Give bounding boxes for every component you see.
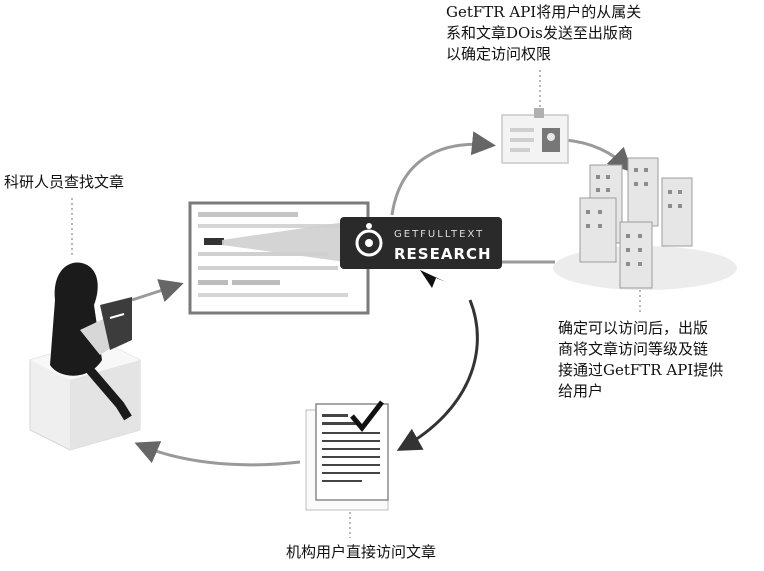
- getftr-logo: [340, 217, 502, 288]
- search-page-icon: [188, 201, 370, 315]
- arrow-document-to-person: [134, 441, 301, 467]
- document-checkmark-icon: [305, 400, 389, 511]
- server-cluster-icon: [553, 157, 737, 290]
- id-card-icon: [501, 108, 569, 164]
- person-laptop-icon: [29, 262, 141, 451]
- researcher-label: 科研人员查找文章: [4, 173, 125, 191]
- arrow-to-publisher: [390, 131, 496, 216]
- institution-label: 机构用户直接访问文章: [286, 543, 437, 561]
- arrow-to-servers: [564, 138, 633, 173]
- logo-top-text: GETFULLTEXT: [394, 229, 484, 240]
- publisher-flow-label: GetFTR API将用户的从属关 系和文章DOis发送至出版商 以确定访问权限: [446, 3, 642, 63]
- logo-bottom-text: RESEARCH: [394, 245, 492, 263]
- arrow-person-to-page: [131, 279, 184, 302]
- result-flow-label: 确定可以访问后，出版 商将文章访问等级及链 接通过GetFTR API提供 给用…: [558, 319, 724, 400]
- arrow-to-document: [396, 299, 479, 451]
